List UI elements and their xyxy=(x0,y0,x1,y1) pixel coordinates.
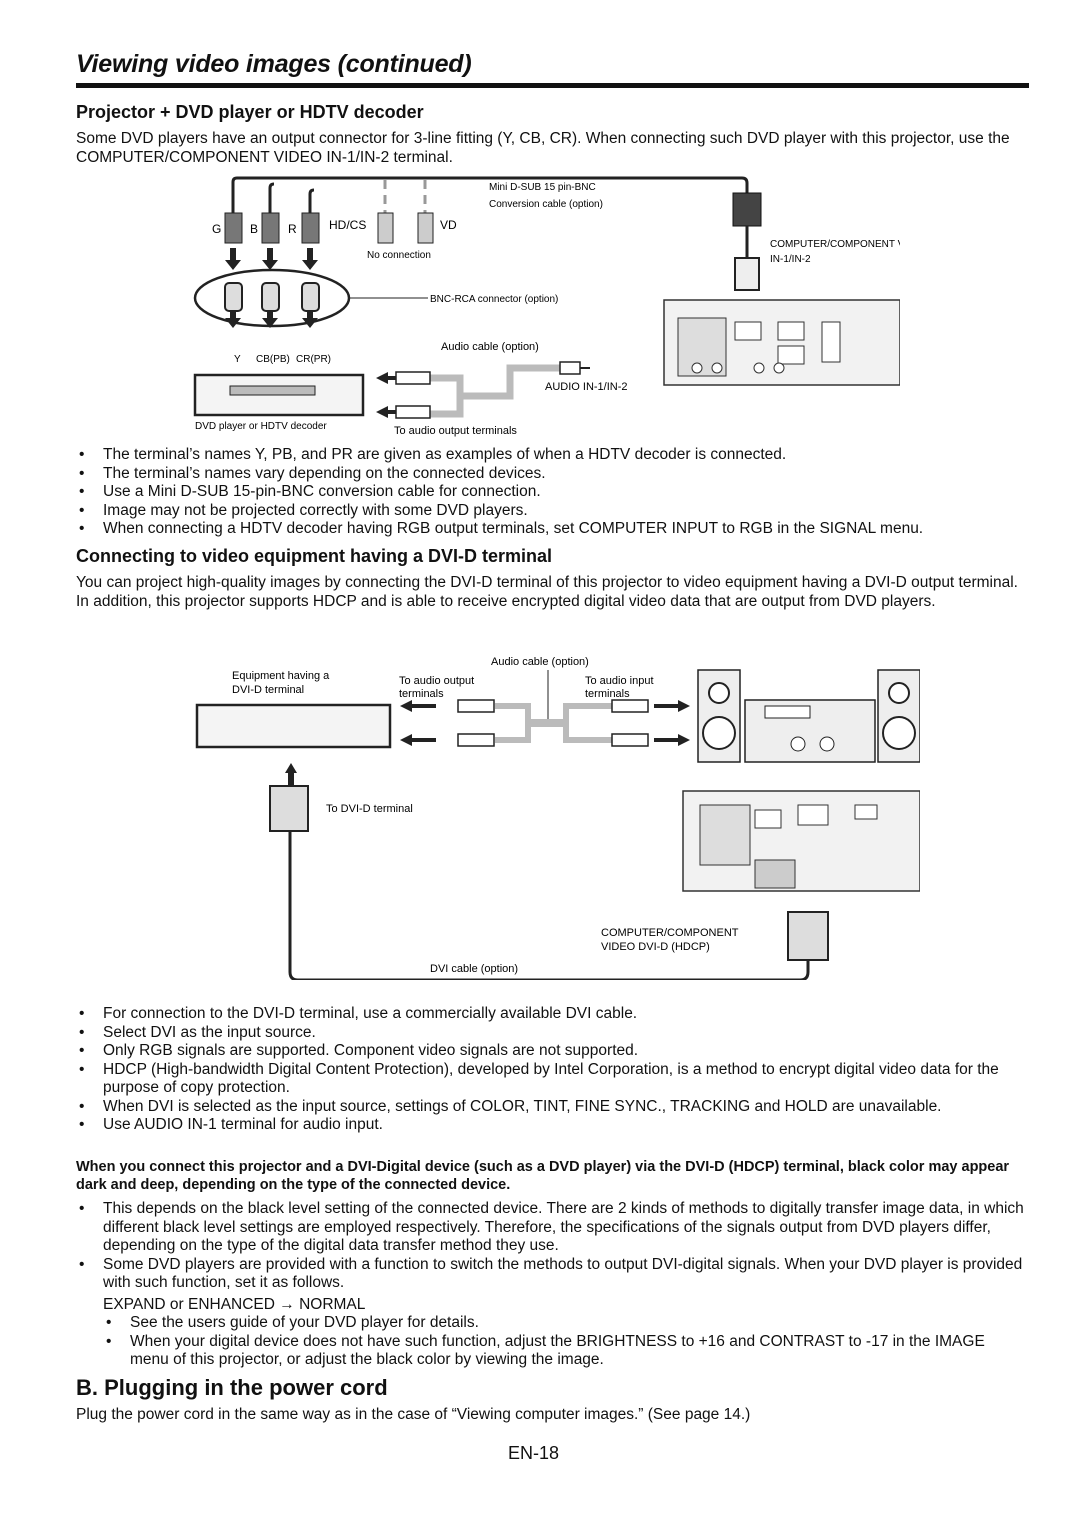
svg-text:To audio output: To audio output xyxy=(399,675,474,687)
svg-text:DVI-D terminal: DVI-D terminal xyxy=(232,684,304,696)
note-item: When connecting a HDTV decoder having RG… xyxy=(76,520,1026,539)
svg-text:To audio input: To audio input xyxy=(585,675,654,687)
dvi-notes: For connection to the DVI-D terminal, us… xyxy=(76,1005,1026,1135)
stereo-amplifier-icon xyxy=(744,699,876,763)
svg-text:Audio cable (option): Audio cable (option) xyxy=(491,656,589,668)
note-item: Select DVI as the input source. xyxy=(76,1024,1026,1043)
section-intro-dvi: You can project high-quality images by c… xyxy=(76,574,1018,610)
bnc-plug-icons xyxy=(224,212,434,244)
note-item: When DVI is selected as the input source… xyxy=(76,1098,1026,1117)
note-item: See the users guide of your DVD player f… xyxy=(103,1314,1026,1333)
black-level-notes: This depends on the black level setting … xyxy=(76,1200,1026,1293)
dvi-connection-diagram: Audio cable (option) Equipment having a … xyxy=(195,656,920,980)
note-item: This depends on the black level setting … xyxy=(76,1200,1026,1256)
setting-sub-notes: See the users guide of your DVD player f… xyxy=(103,1314,1026,1370)
power-cord-text: Plug the power cord in the same way as i… xyxy=(76,1406,751,1423)
svg-text:BNC-RCA connector (option): BNC-RCA connector (option) xyxy=(430,294,558,305)
svg-text:Mini D-SUB 15 pin-BNC: Mini D-SUB 15 pin-BNC xyxy=(489,182,596,193)
note-item: Use a Mini D-SUB 15-pin-BNC conversion c… xyxy=(76,483,1026,502)
dvd-hdtv-connection-diagram: G B R HD/CS VD No connection Mini D-SUB … xyxy=(193,176,900,437)
note-item: Image may not be projected correctly wit… xyxy=(76,502,1026,521)
section-heading-dvi: Connecting to video equipment having a D… xyxy=(76,546,553,566)
note-item: The terminal’s names Y, PB, and PR are g… xyxy=(76,446,1026,465)
title-rule xyxy=(76,83,1029,88)
svg-text:To audio output terminals: To audio output terminals xyxy=(394,425,517,437)
note-item: When your digital device does not have s… xyxy=(103,1333,1026,1370)
dsub-connector-icon xyxy=(732,192,762,227)
svg-text:COMPUTER/COMPONENT VIDEO: COMPUTER/COMPONENT VIDEO xyxy=(770,239,900,250)
projector-terminal-panel-icon xyxy=(663,299,900,386)
speaker-right-icon xyxy=(877,669,920,763)
page-title: Viewing video images (continued) xyxy=(76,50,472,78)
svg-text:terminals: terminals xyxy=(585,688,630,700)
section-heading-power-cord: B. Plugging in the power cord xyxy=(76,1375,388,1400)
note-item: Use AUDIO IN-1 terminal for audio input. xyxy=(76,1116,1026,1135)
svg-text:terminals: terminals xyxy=(399,688,444,700)
svg-text:COMPUTER/COMPONENT: COMPUTER/COMPONENT xyxy=(601,927,739,939)
note-item: For connection to the DVI-D terminal, us… xyxy=(76,1005,1026,1024)
black-level-warning: When you connect this projector and a DV… xyxy=(76,1159,1010,1193)
svg-text:Conversion cable (option): Conversion cable (option) xyxy=(489,199,603,210)
projector-panel-icon xyxy=(682,790,920,892)
svg-text:Audio cable (option): Audio cable (option) xyxy=(441,341,539,353)
section-intro-dvd-hdtv: Some DVD players have an output connecto… xyxy=(76,130,1010,166)
note-item: The terminal’s names vary depending on t… xyxy=(76,465,1026,484)
svg-text:To DVI-D terminal: To DVI-D terminal xyxy=(326,803,413,815)
svg-text:VD: VD xyxy=(440,218,457,232)
svg-text:R: R xyxy=(288,222,297,236)
section-heading-dvd-hdtv: Projector + DVD player or HDTV decoder xyxy=(76,102,424,122)
svg-text:IN-1/IN-2: IN-1/IN-2 xyxy=(770,254,811,265)
dvd-hdtv-notes: The terminal’s names Y, PB, and PR are g… xyxy=(76,446,1026,539)
svg-text:CR(PR): CR(PR) xyxy=(296,354,331,365)
svg-text:CB(PB): CB(PB) xyxy=(256,354,290,365)
svg-text:G: G xyxy=(212,222,221,236)
svg-text:AUDIO IN-1/IN-2: AUDIO IN-1/IN-2 xyxy=(545,381,628,393)
svg-text:VIDEO DVI-D (HDCP): VIDEO DVI-D (HDCP) xyxy=(601,941,710,953)
svg-text:B: B xyxy=(250,222,258,236)
svg-text:DVD player or HDTV decoder: DVD player or HDTV decoder xyxy=(195,421,327,432)
expand-setting-line: EXPAND or ENHANCED → NORMAL xyxy=(103,1296,366,1313)
note-item: Only RGB signals are supported. Componen… xyxy=(76,1042,1026,1061)
dvi-equipment-icon xyxy=(195,703,392,749)
svg-text:Y: Y xyxy=(234,354,241,365)
note-item: HDCP (High-bandwidth Digital Content Pro… xyxy=(76,1061,1026,1098)
svg-text:No connection: No connection xyxy=(367,250,431,261)
svg-text:DVI cable (option): DVI cable (option) xyxy=(430,963,518,975)
page-number: EN-18 xyxy=(508,1443,560,1463)
speaker-left-icon xyxy=(697,669,741,763)
note-item: Some DVD players are provided with a fun… xyxy=(76,1256,1026,1293)
dvi-plug-icon xyxy=(269,785,309,832)
svg-text:Equipment having a: Equipment having a xyxy=(232,670,330,682)
dvi-projector-plug-icon xyxy=(787,911,829,961)
svg-text:HD/CS: HD/CS xyxy=(329,218,366,232)
